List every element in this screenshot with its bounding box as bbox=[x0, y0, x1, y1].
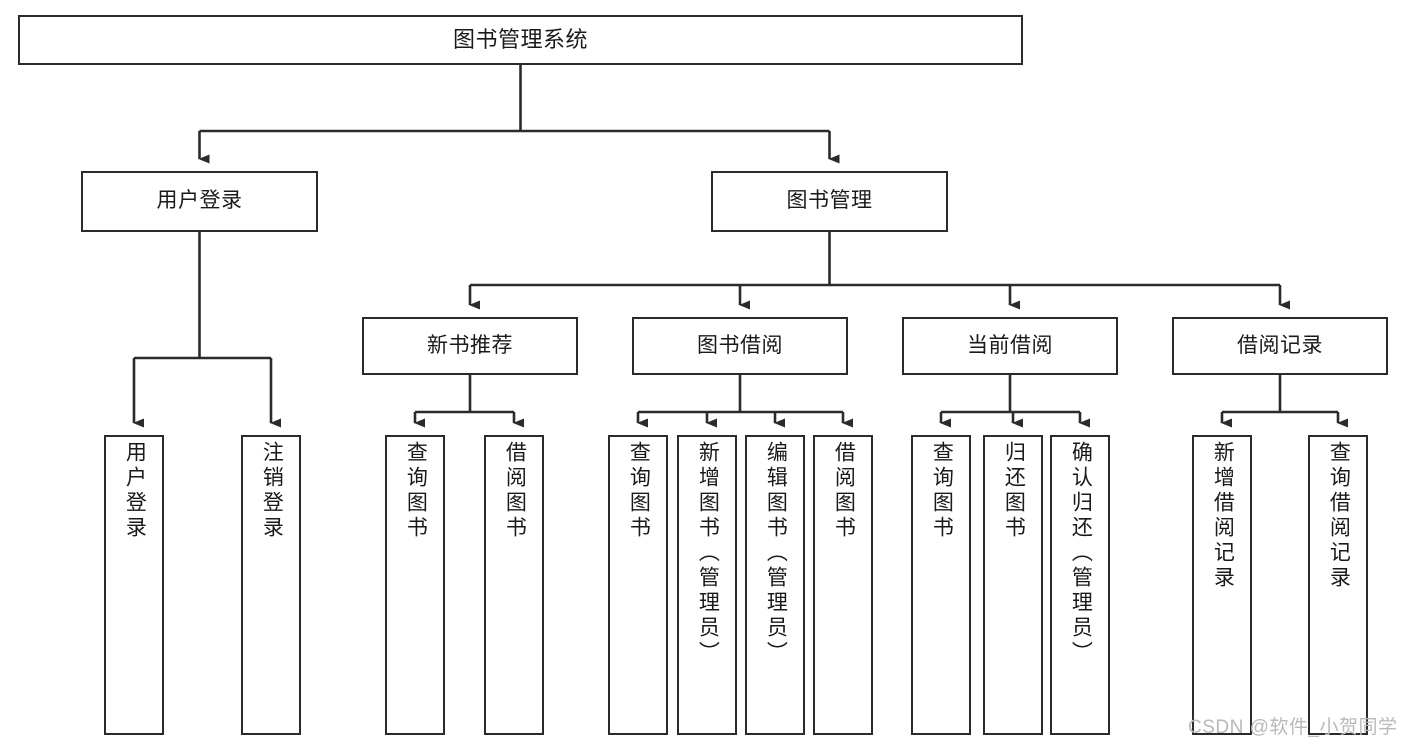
node-leaf-query-book-2[interactable]: 查询图书 bbox=[608, 435, 668, 735]
node-label: 当前借阅 bbox=[967, 333, 1053, 357]
node-leaf-query-book-1[interactable]: 查询图书 bbox=[385, 435, 445, 735]
node-root[interactable]: 图书管理系统 bbox=[18, 15, 1023, 65]
node-label: 借阅记录 bbox=[1237, 333, 1323, 357]
node-label: 查询图书 bbox=[930, 441, 954, 541]
node-label: 查询借阅记录 bbox=[1327, 441, 1351, 591]
node-label: 图书管理 bbox=[786, 189, 873, 213]
node-leaf-add-record[interactable]: 新增借阅记录 bbox=[1192, 435, 1252, 735]
node-label: 归还图书 bbox=[1002, 441, 1026, 541]
node-leaf-confirm-return[interactable]: 确认归还（管理员） bbox=[1050, 435, 1110, 735]
node-label: 查询图书 bbox=[627, 441, 651, 541]
node-label: 借阅图书 bbox=[832, 441, 856, 541]
node-leaf-return-book[interactable]: 归还图书 bbox=[983, 435, 1043, 735]
node-label: 确认归还（管理员） bbox=[1069, 441, 1093, 666]
node-leaf-borrow-book-1[interactable]: 借阅图书 bbox=[484, 435, 544, 735]
node-leaf-query-book-3[interactable]: 查询图书 bbox=[911, 435, 971, 735]
node-label: 新书推荐 bbox=[427, 333, 513, 357]
node-label: 借阅图书 bbox=[503, 441, 527, 541]
node-label: 用户登录 bbox=[123, 441, 147, 541]
node-user-login[interactable]: 用户登录 bbox=[81, 171, 318, 232]
node-borrow-record[interactable]: 借阅记录 bbox=[1172, 317, 1388, 375]
node-leaf-edit-book[interactable]: 编辑图书（管理员） bbox=[745, 435, 805, 735]
node-book-manage[interactable]: 图书管理 bbox=[711, 171, 948, 232]
node-label: 查询图书 bbox=[404, 441, 428, 541]
node-leaf-logout[interactable]: 注销登录 bbox=[241, 435, 301, 735]
node-label: 用户登录 bbox=[156, 189, 243, 213]
node-leaf-borrow-book-2[interactable]: 借阅图书 bbox=[813, 435, 873, 735]
node-leaf-add-book[interactable]: 新增图书（管理员） bbox=[677, 435, 737, 735]
node-book-borrow[interactable]: 图书借阅 bbox=[632, 317, 848, 375]
csdn-watermark: CSDN @软件_小贺同学 bbox=[1188, 717, 1398, 738]
node-label: 新增借阅记录 bbox=[1211, 441, 1235, 591]
node-new-book-recommend[interactable]: 新书推荐 bbox=[362, 317, 578, 375]
edge-group bbox=[132, 65, 1348, 428]
node-leaf-user-login[interactable]: 用户登录 bbox=[104, 435, 164, 735]
node-label: 注销登录 bbox=[260, 441, 284, 541]
node-leaf-query-record[interactable]: 查询借阅记录 bbox=[1308, 435, 1368, 735]
node-current-borrow[interactable]: 当前借阅 bbox=[902, 317, 1118, 375]
node-label: 图书借阅 bbox=[697, 333, 783, 357]
node-label: 图书管理系统 bbox=[452, 27, 588, 53]
node-label: 新增图书（管理员） bbox=[696, 441, 720, 666]
node-label: 编辑图书（管理员） bbox=[764, 441, 788, 666]
